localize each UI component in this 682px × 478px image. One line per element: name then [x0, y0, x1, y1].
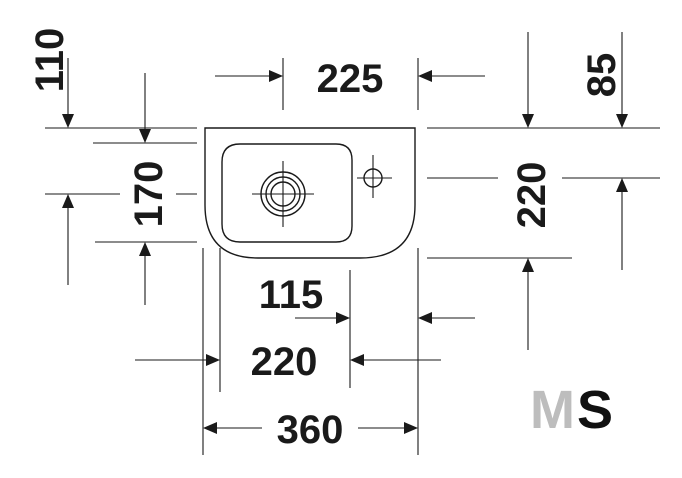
dimension-lines: [67, 32, 623, 429]
basin-outline: [204, 127, 416, 259]
arrow-225-left: [418, 70, 432, 82]
dim-220-bottom-label: 220: [251, 340, 318, 384]
extension-lines: [45, 58, 660, 455]
arrow-170-down: [139, 129, 151, 143]
dimension-labels: 110 225 85 170 220 115 220 360: [28, 28, 624, 452]
arrow-220-right-up: [616, 178, 628, 192]
arrow-110-down: [62, 114, 74, 128]
dim-170-label: 170: [127, 161, 171, 228]
arrow-115-right: [336, 312, 350, 324]
arrow-115-left: [418, 312, 432, 324]
dim-110-label: 110: [28, 28, 72, 93]
arrow-85-left-down: [522, 114, 534, 128]
arrow-220-bottom-left: [350, 354, 364, 366]
basin-bowl: [221, 143, 353, 243]
dim-115-label: 115: [259, 273, 324, 317]
dim-360-label: 360: [277, 408, 344, 452]
ms-logo: M S: [530, 380, 613, 440]
arrow-220-left-up: [522, 258, 534, 272]
arrow-110-up: [62, 194, 74, 208]
dim-225-label: 225: [317, 57, 384, 101]
arrow-225-right: [269, 70, 283, 82]
arrow-170-up: [139, 242, 151, 256]
arrow-85-right-down: [616, 114, 628, 128]
arrowheads: [62, 70, 628, 434]
logo-s: S: [577, 380, 613, 440]
arrow-360-right: [404, 422, 418, 434]
arrow-220-bottom-right: [206, 354, 220, 366]
basin: [204, 127, 416, 259]
dim-220-right-label: 220: [510, 162, 554, 229]
logo-m: M: [530, 380, 575, 440]
dim-85-label: 85: [580, 53, 624, 98]
arrow-360-left: [203, 422, 217, 434]
